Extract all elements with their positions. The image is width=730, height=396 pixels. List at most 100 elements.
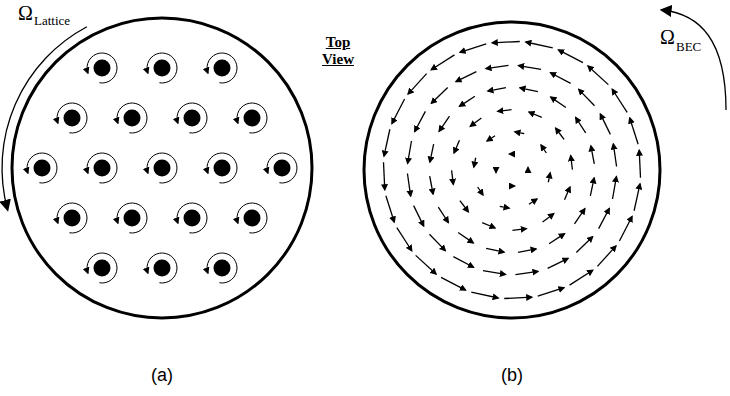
velocity-arrow [486,65,509,68]
velocity-arrow [500,206,509,208]
circulation-arrow [207,253,237,283]
vortex [177,103,207,133]
velocity-arrow [460,201,468,212]
circulation-arrow [207,53,237,83]
velocity-arrow [630,118,638,144]
vortex-core [184,110,201,127]
velocity-arrow [430,176,433,194]
velocity-arrow [478,187,483,195]
vortex-core [214,260,231,277]
velocity-arrow [431,55,454,70]
velocity-arrow [548,173,550,182]
circulation-arrow [267,153,297,183]
velocity-arrow [613,144,616,167]
velocity-arrow [548,258,568,268]
omega-symbol: Ω [660,26,675,48]
velocity-arrow [570,270,593,285]
velocity-arrow [518,249,536,252]
velocity-arrow [498,110,512,112]
circulation-arrow [237,203,267,233]
subscript-label: BEC [676,40,701,54]
vortex [57,203,87,233]
velocity-arrow [538,288,564,296]
velocity-arrow [509,185,514,186]
circulation-arrow [57,203,87,233]
vortex [87,153,117,183]
panel-label: (b) [501,366,523,386]
vortex [267,153,297,183]
circulation-arrow [117,203,147,233]
velocity-arrow [430,144,434,162]
vortex-core [94,260,111,277]
velocity-arrow [619,216,632,241]
vortex-core [64,210,81,227]
vortex [87,253,117,283]
vortex-core [94,60,111,77]
velocity-arrow [588,66,608,85]
vortex-core [154,260,171,277]
velocity-arrow [520,88,538,92]
circulation-arrow [87,153,117,183]
velocity-arrow [408,74,427,94]
circulation-arrow [117,103,147,133]
panel-label: (a) [151,366,173,386]
vortex [177,203,207,233]
velocity-arrow [488,88,506,91]
circulation-arrow [177,203,207,233]
velocity-arrow [383,162,384,190]
velocity-arrow [639,150,640,178]
velocity-arrow [487,136,495,141]
velocity-arrow [470,118,481,126]
velocity-arrow [527,167,528,172]
velocity-arrow [458,232,473,242]
velocity-arrow [416,255,436,274]
velocity-arrow [397,228,412,251]
velocity-arrow [492,41,520,42]
velocity-arrow [549,234,564,244]
velocity-arrow [576,237,592,253]
velocity-arrow [509,153,514,154]
velocity-field [383,41,640,298]
vortex-core [184,210,201,227]
vortex-core [214,160,231,177]
velocity-arrow [384,129,390,156]
velocity-arrow [515,271,538,274]
velocity-arrow [407,173,410,196]
velocity-arrow [558,50,583,63]
velocity-arrow [454,140,459,153]
circulation-arrow [147,53,177,83]
vortex-core [94,160,111,177]
velocity-arrow [612,89,627,112]
velocity-arrow [431,87,447,103]
velocity-arrow [556,128,564,139]
velocity-arrow [590,178,594,196]
vortex-core [124,210,141,227]
vortex-core [154,60,171,77]
velocity-arrow [386,196,394,222]
vortex-core [244,110,261,127]
velocity-arrow [541,145,546,153]
bec-boundary [364,22,660,318]
vortex-core [214,60,231,77]
velocity-arrow [634,184,640,211]
circulation-arrow [147,253,177,283]
velocity-arrow [495,167,496,172]
vortex-core [244,210,261,227]
vortex [237,103,267,133]
velocity-arrow [408,141,412,163]
velocity-arrow [574,209,584,224]
vortex [147,153,177,183]
velocity-arrow [483,271,505,275]
velocity-arrow [441,277,466,290]
vortex [87,53,117,83]
rotation-arrow [662,10,726,110]
velocity-arrow [565,187,570,200]
velocity-arrow [439,116,449,131]
velocity-arrow [453,257,473,268]
circulation-arrow [87,53,117,83]
vortex [207,53,237,83]
subscript-label: Lattice [34,14,70,28]
velocity-arrow [597,246,616,266]
velocity-arrow [591,146,594,164]
